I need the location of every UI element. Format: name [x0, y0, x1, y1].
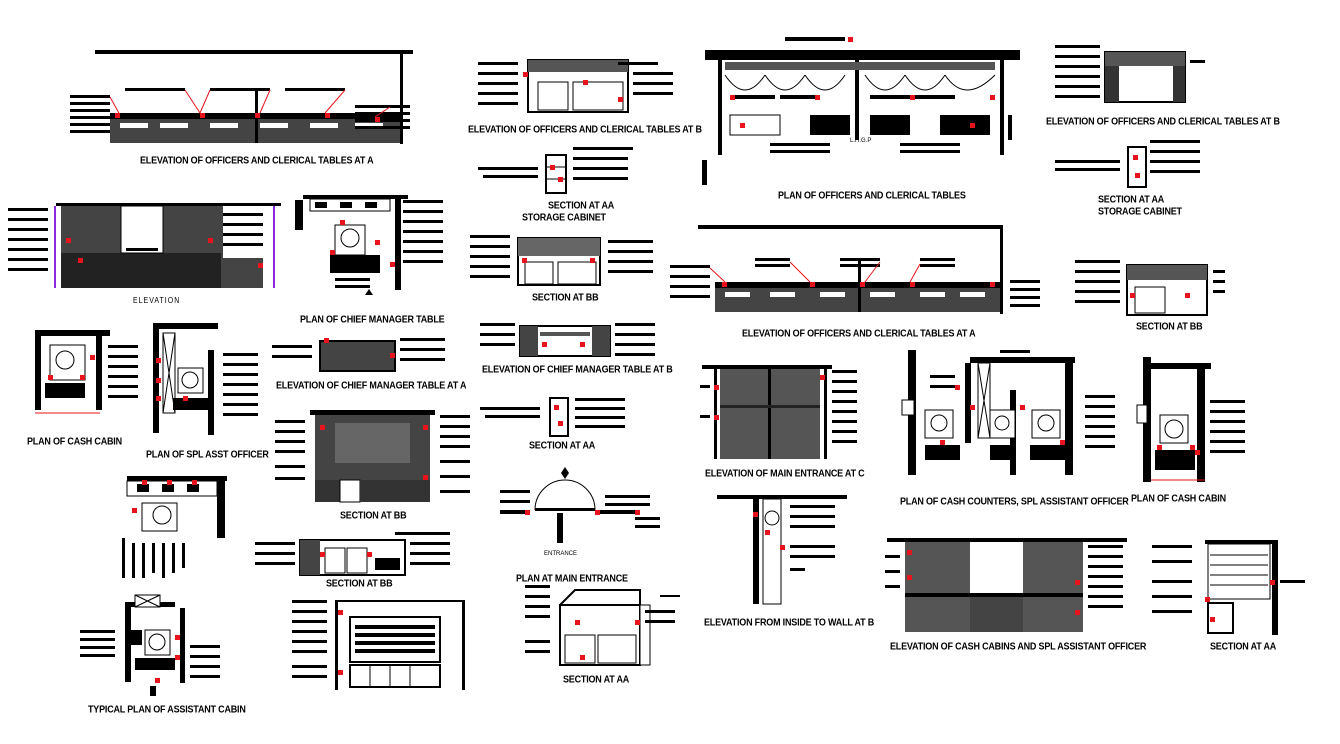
section-bb-right	[1075, 260, 1225, 316]
caption-storage-cabinet-right: STORAGE CABINET	[1098, 205, 1182, 217]
section-aa-right	[1152, 540, 1305, 635]
typical-plan-assistant-cabin	[80, 594, 220, 696]
plan-cash-cabin-left	[35, 330, 138, 414]
plan-cabin-with-chairs	[122, 476, 227, 578]
entrance-label: ENTRANCE	[544, 551, 578, 557]
elevation-officers-tables-a-top	[70, 50, 413, 144]
plan-officers-clerical-tables	[702, 37, 1020, 185]
caption-elev-officers-b-right: ELEVATION OF OFFICERS AND CLERICAL TABLE…	[1046, 115, 1280, 127]
section-wall-unit-bottom	[292, 600, 465, 690]
elevation-officers-tables-b-mid	[478, 59, 673, 113]
caption-section-aa-bottom: SECTION AT AA	[563, 673, 630, 685]
caption-section-aa-right: SECTION AT AA	[1210, 640, 1277, 652]
caption-plan-officers: PLAN OF OFFICERS AND CLERICAL TABLES	[778, 189, 966, 201]
caption-elev-officers-a-right: ELEVATION OF OFFICERS AND CLERICAL TABLE…	[742, 327, 976, 339]
caption-elev-cash-cabins: ELEVATION OF CASH CABINS AND SPL ASSISTA…	[890, 640, 1147, 652]
caption-section-aa-storage-mid: SECTION AT AA	[548, 199, 615, 211]
caption-section-aa-storage-right: SECTION AT AA	[1098, 193, 1165, 205]
section-aa-storage-cabinet-mid	[478, 147, 633, 194]
caption-elev-chief-b: ELEVATION OF CHIEF MANAGER TABLE AT B	[482, 363, 673, 375]
caption-section-bb-large: SECTION AT BB	[340, 509, 407, 521]
section-bb-bottom	[255, 532, 450, 576]
caption-section-bb-right: SECTION AT BB	[1136, 320, 1203, 332]
caption-typical-plan: TYPICAL PLAN OF ASSISTANT CABIN	[88, 703, 246, 715]
caption-plan-chief-manager: PLAN OF CHIEF MANAGER TABLE	[300, 313, 445, 325]
section-bb-mid	[470, 235, 653, 286]
elevation-inside-wall-b	[717, 495, 847, 605]
elevation-chief-manager-b	[480, 323, 655, 357]
elevation-cash-cabins-spl-assistant	[885, 538, 1127, 632]
caption-section-aa-small: SECTION AT AA	[529, 439, 596, 451]
caption-elev-officers-b-mid: ELEVATION OF OFFICERS AND CLERICAL TABLE…	[468, 123, 702, 135]
caption-section-bb-bottom: SECTION AT BB	[326, 577, 393, 589]
caption-elevation-left: ELEVATION	[133, 297, 181, 306]
section-aa-storage-cabinet-right	[1055, 140, 1200, 188]
section-bb-large	[275, 410, 470, 503]
caption-storage-cabinet-mid: STORAGE CABINET	[522, 211, 606, 223]
plan-chief-manager-table	[295, 195, 443, 295]
section-aa-small	[480, 397, 625, 437]
lhgp-label: L.H.G.P	[850, 138, 872, 144]
caption-elev-officers-a-top: ELEVATION OF OFFICERS AND CLERICAL TABLE…	[140, 154, 374, 166]
elevation-left-panel	[8, 203, 281, 288]
elevation-officers-tables-b-right	[1055, 45, 1205, 103]
caption-elev-chief-a: ELEVATION OF CHIEF MANAGER TABLE AT A	[276, 379, 467, 391]
caption-plan-spl-asst: PLAN OF SPL ASST OFFICER	[146, 448, 269, 460]
caption-elev-main-entrance: ELEVATION OF MAIN ENTRANCE AT C	[705, 467, 865, 479]
elevation-chief-manager-a	[272, 338, 445, 372]
plan-cash-cabin-right	[1136, 357, 1245, 482]
caption-plan-cash-cabin-right: PLAN OF CASH CABIN	[1131, 492, 1226, 504]
elevation-officers-tables-a-right	[670, 225, 1040, 314]
plan-main-entrance	[500, 467, 660, 543]
caption-elev-inside-wall: ELEVATION FROM INSIDE TO WALL AT B	[704, 616, 875, 628]
caption-plan-cash-cabin-left: PLAN OF CASH CABIN	[27, 435, 122, 447]
caption-section-bb-mid: SECTION AT BB	[532, 291, 599, 303]
caption-plan-cash-counters: PLAN OF CASH COUNTERS, SPL ASSISTANT OFF…	[900, 495, 1129, 507]
plan-spl-asst-officer	[153, 323, 258, 435]
caption-plan-main-entrance: PLAN AT MAIN ENTRANCE	[516, 572, 628, 584]
section-aa-bottom	[525, 585, 680, 666]
plan-cash-counters-spl-assistant	[901, 350, 1115, 475]
elevation-main-entrance-c	[700, 365, 857, 459]
